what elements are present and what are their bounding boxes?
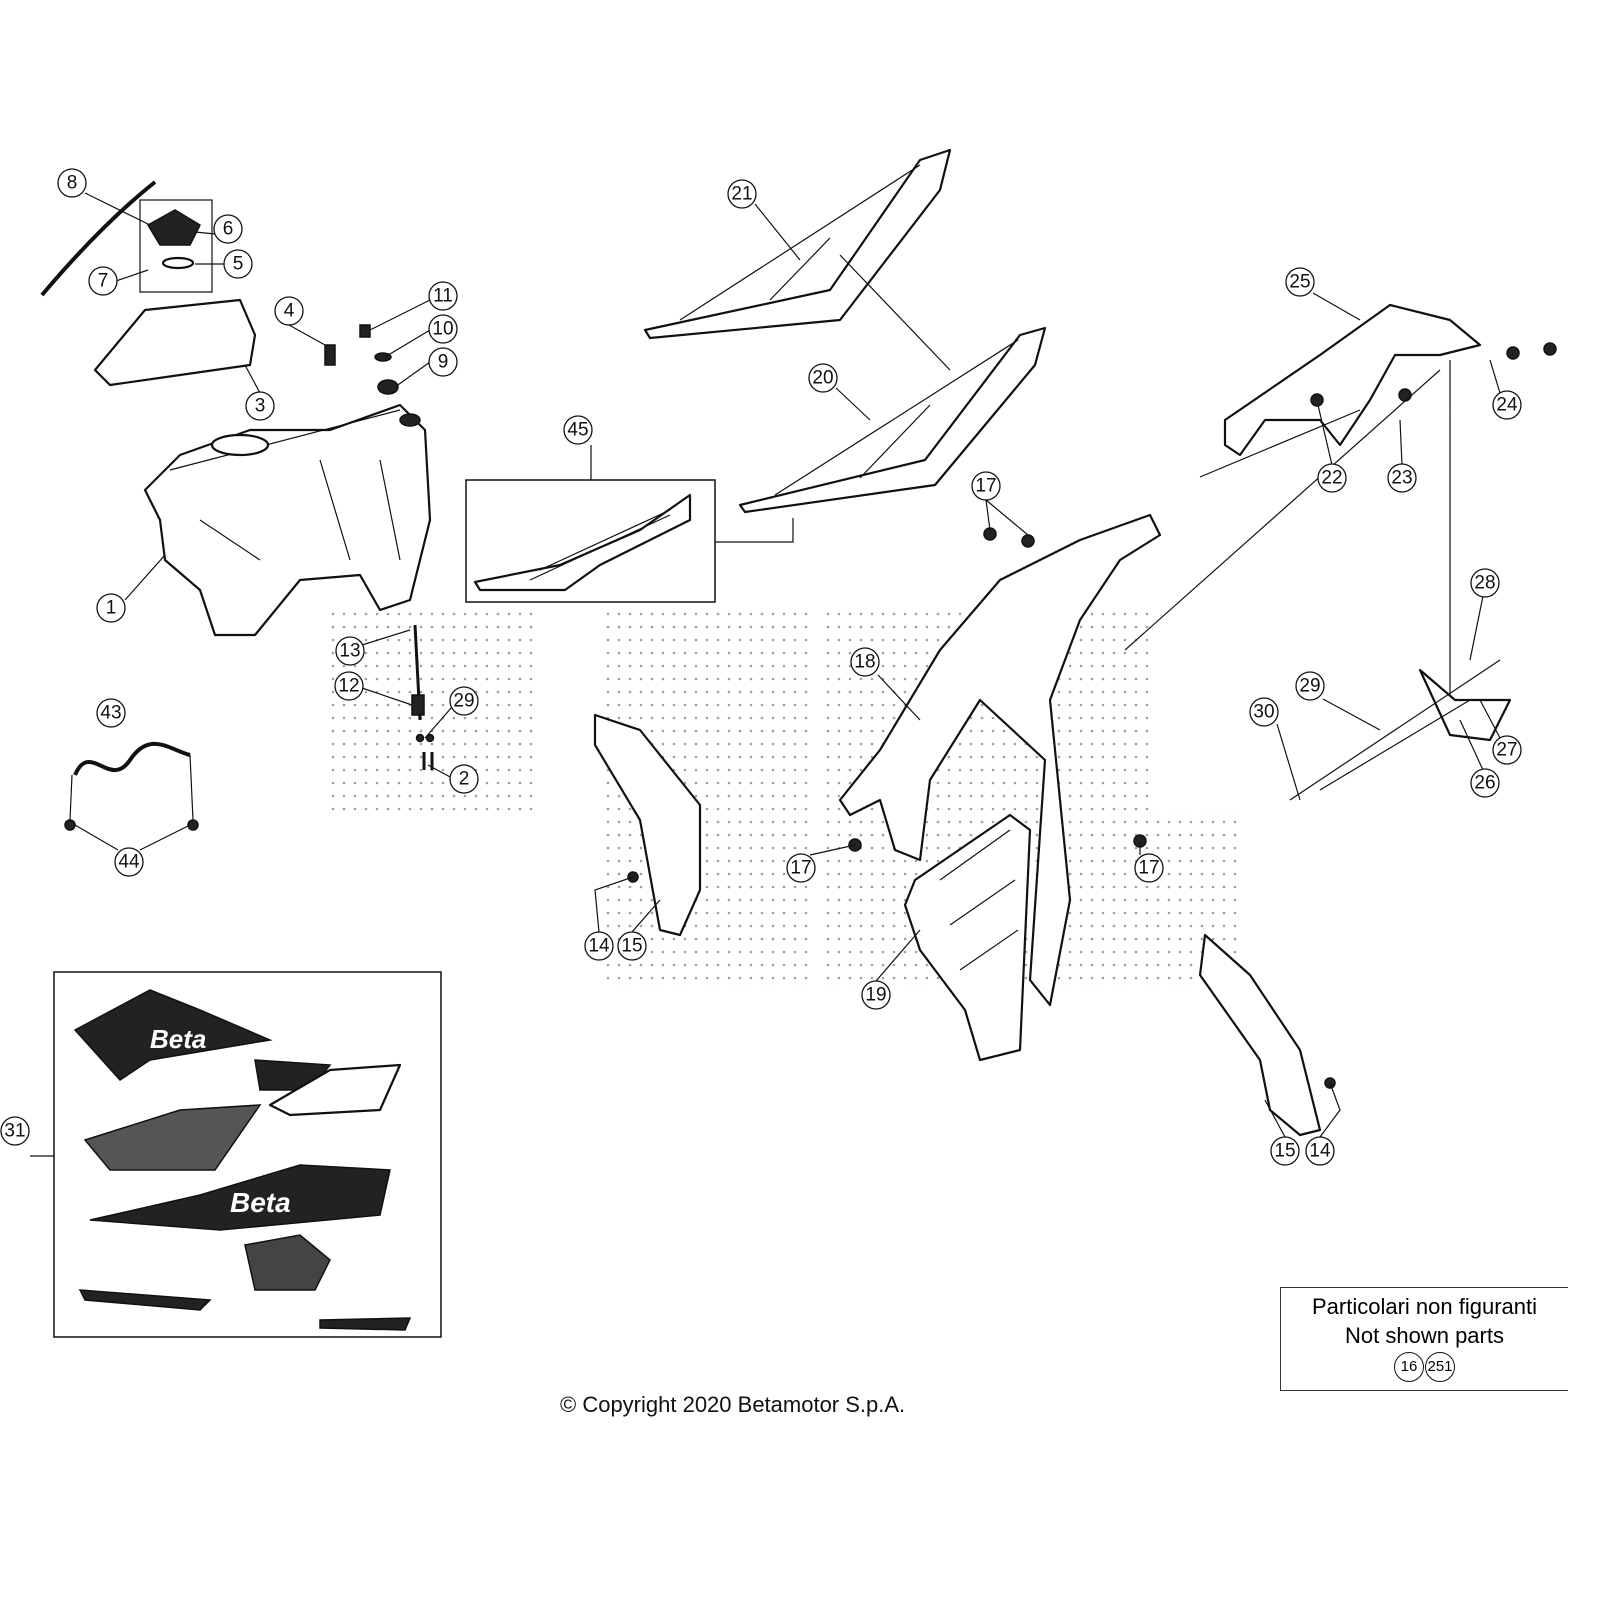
copyright-text: © Copyright 2020 Betamotor S.p.A. (560, 1392, 906, 1417)
part-callout-5[interactable]: 5 (223, 249, 253, 279)
callout-number: 11 (433, 286, 453, 307)
part-callout-14[interactable]: 14 (1305, 1136, 1335, 1166)
callout-number: 18 (854, 652, 875, 673)
not-shown-parts-box: Particolari non figuranti Not shown part… (1280, 1287, 1568, 1391)
part-callout-9[interactable]: 9 (428, 347, 458, 377)
callout-number: 17 (790, 858, 811, 879)
callout-number: 29 (1299, 676, 1320, 697)
part-callout-25[interactable]: 25 (1285, 267, 1315, 297)
callout-number: 43 (100, 703, 121, 724)
callout-number: 19 (865, 985, 886, 1006)
part-callout-1[interactable]: 1 (96, 593, 126, 623)
part-callout-26[interactable]: 26 (1470, 768, 1500, 798)
fuel-tank (40, 180, 435, 831)
callout-number: 22 (1321, 468, 1342, 489)
callout-number: 29 (453, 691, 474, 712)
part-callout-18[interactable]: 18 (850, 647, 880, 677)
callout-number: 15 (621, 936, 642, 957)
part-callout-17[interactable]: 17 (971, 471, 1001, 501)
callout-number: 12 (338, 676, 359, 697)
callout-number: 24 (1496, 395, 1518, 416)
callout-number: 17 (975, 476, 996, 497)
callout-number: 9 (438, 352, 449, 373)
callout-number: 44 (118, 852, 140, 873)
part-callout-12[interactable]: 12 (334, 671, 364, 701)
part-callout[interactable]: 251 (1425, 1352, 1455, 1382)
part-callout-6[interactable]: 6 (213, 214, 243, 244)
part-callout-17[interactable]: 17 (786, 853, 816, 883)
seat (465, 148, 1047, 603)
part-callout-15[interactable]: 15 (617, 931, 647, 961)
part-callout-28[interactable]: 28 (1470, 568, 1500, 598)
part-callout-15[interactable]: 15 (1270, 1136, 1300, 1166)
part-callout-45[interactable]: 45 (563, 415, 593, 445)
not-shown-title-en: Not shown parts (1345, 1323, 1504, 1348)
callout-number: 14 (1309, 1141, 1331, 1162)
callout-number: 7 (98, 271, 109, 292)
part-callout-10[interactable]: 10 (428, 314, 458, 344)
part-callout-21[interactable]: 21 (727, 179, 757, 209)
callout-number: 31 (4, 1121, 25, 1142)
watermark (330, 610, 1240, 990)
callout-number: 17 (1138, 858, 1159, 879)
part-callout-19[interactable]: 19 (861, 980, 891, 1010)
callout-number: 13 (339, 641, 360, 662)
part-callout-20[interactable]: 20 (808, 363, 838, 393)
part-callout-13[interactable]: 13 (335, 636, 365, 666)
decal-logo-upper: Beta (150, 1024, 206, 1054)
callout-number: 21 (731, 184, 752, 205)
callout-number: 23 (1391, 468, 1412, 489)
callout-number: 27 (1496, 740, 1517, 761)
part-callout-29[interactable]: 29 (449, 686, 479, 716)
callout-number: 45 (567, 420, 588, 441)
part-callout-27[interactable]: 27 (1492, 735, 1522, 765)
part-callout-8[interactable]: 8 (57, 168, 87, 198)
decal-logo-lower: Beta (230, 1187, 291, 1218)
part-callout-31[interactable]: 31 (0, 1116, 30, 1146)
callout-labels: 8 6 5 7 3 4 11 10 9 1 13 12 29 2 43 44 21 20 45 25 24 22 23 17 2… (0, 168, 1522, 1166)
leader-lines (74, 192, 1501, 1138)
not-shown-title-it: Particolari non figuranti (1311, 1294, 1537, 1319)
part-callout-29[interactable]: 29 (1295, 671, 1325, 701)
callout-number: 5 (233, 254, 244, 275)
callout-number: 4 (284, 301, 295, 322)
callout-number: 15 (1274, 1141, 1295, 1162)
decal-kit: Beta Beta (30, 971, 442, 1338)
part-callout[interactable]: 16 (1394, 1352, 1424, 1382)
callout-number: 25 (1289, 272, 1310, 293)
callout-number: 8 (67, 173, 78, 194)
callout-number: 26 (1474, 773, 1495, 794)
part-callout-24[interactable]: 24 (1492, 390, 1522, 420)
part-callout-2[interactable]: 2 (449, 764, 479, 794)
side-panels (593, 303, 1557, 1137)
part-callout-11[interactable]: 11 (428, 281, 458, 311)
callout-number: 20 (812, 368, 833, 389)
callout-number: 2 (459, 769, 470, 790)
part-callout-4[interactable]: 4 (274, 296, 304, 326)
part-callout-44[interactable]: 44 (114, 847, 144, 877)
part-callout-14[interactable]: 14 (584, 931, 614, 961)
callout-number: 6 (223, 219, 234, 240)
part-callout-7[interactable]: 7 (88, 266, 118, 296)
part-callout-3[interactable]: 3 (245, 391, 275, 421)
callout-number: 3 (255, 396, 266, 417)
callout-number: 10 (432, 319, 453, 340)
part-callout-30[interactable]: 30 (1249, 697, 1279, 727)
callout-number: 30 (1253, 702, 1274, 723)
part-callout-17[interactable]: 17 (1134, 853, 1164, 883)
part-callout-23[interactable]: 23 (1387, 463, 1417, 493)
part-callout-43[interactable]: 43 (96, 698, 126, 728)
callout-number: 28 (1474, 573, 1495, 594)
callout-number: 1 (106, 598, 117, 619)
callout-number: 14 (588, 936, 610, 957)
part-callout-22[interactable]: 22 (1317, 463, 1347, 493)
